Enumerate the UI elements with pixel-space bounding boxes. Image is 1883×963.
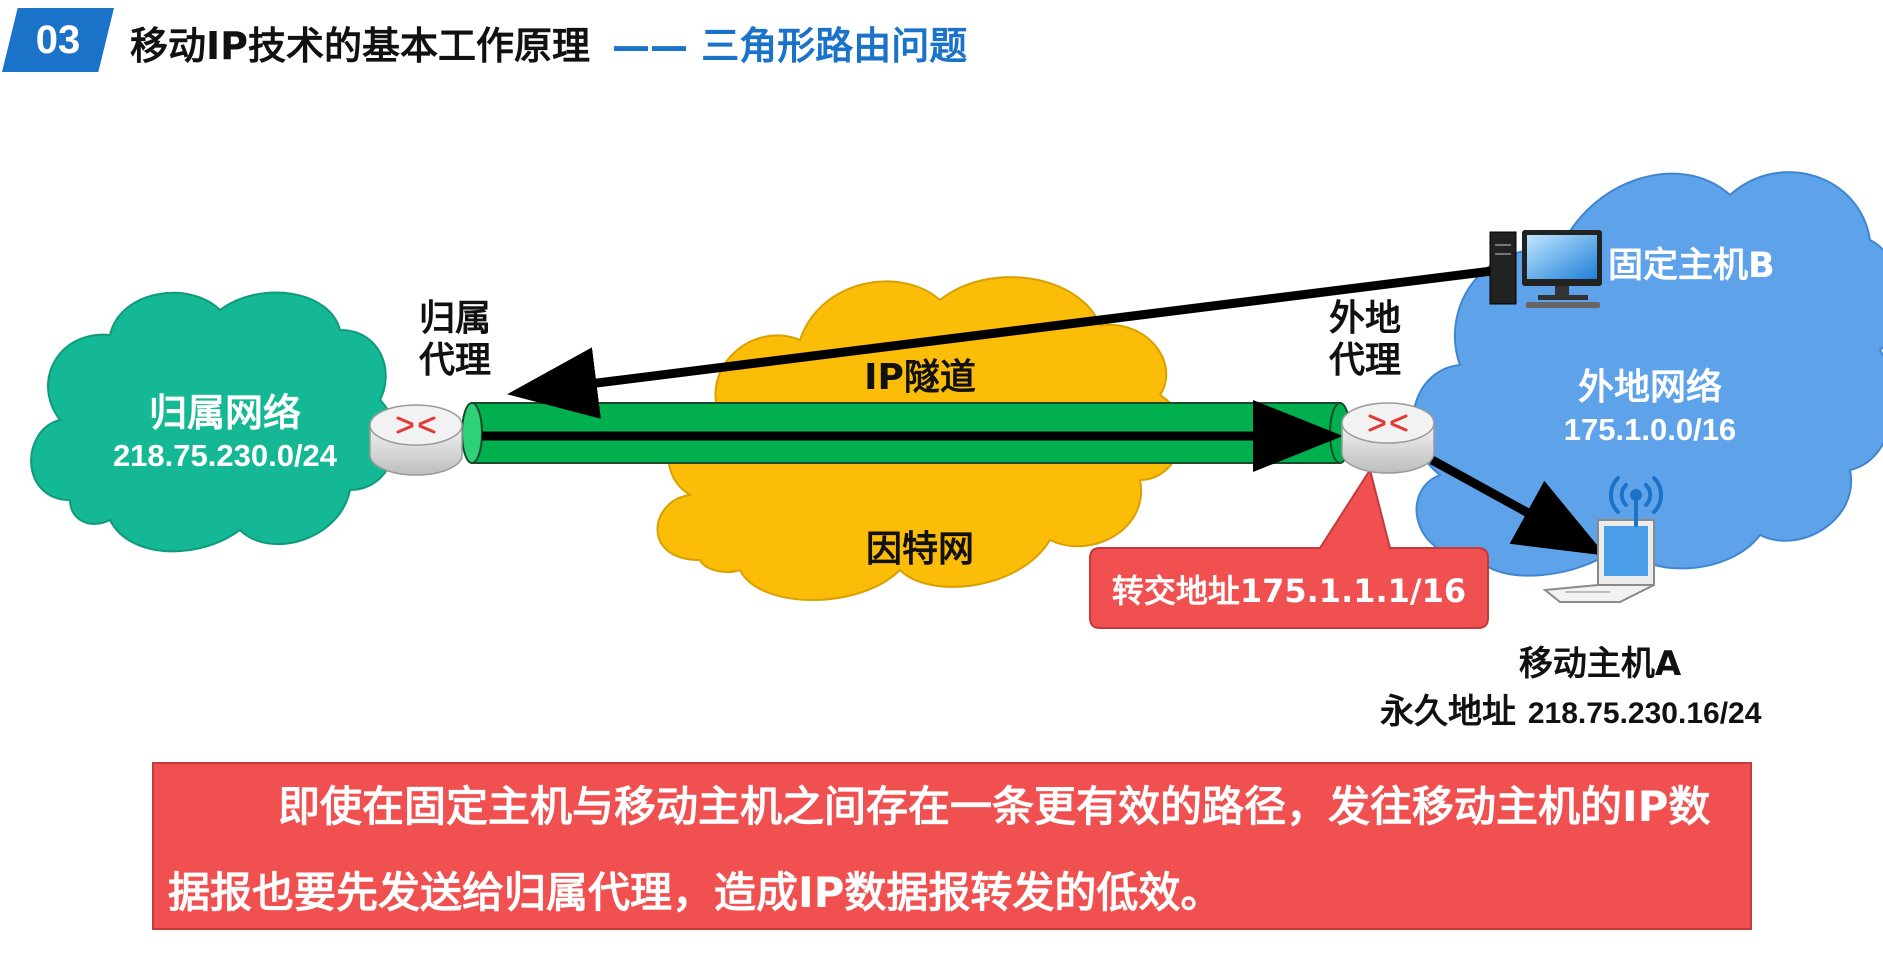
inefficiency-note: 即使在固定主机与移动主机之间存在一条更有效的路径，发往移动主机的IP数据报也要先…: [152, 762, 1752, 930]
home-network-name: 归属网络: [148, 391, 301, 435]
foreign-network-prefix: 175.1.0.0/16: [1563, 412, 1737, 447]
home-agent-label: 归属 代理: [418, 298, 491, 381]
section-number-badge: 03: [2, 8, 114, 72]
ip-tunnel-label: IP隧道: [864, 357, 976, 398]
wireless-signal-icon: [1608, 476, 1664, 527]
home-agent-router-icon: [369, 404, 463, 476]
fixed-host-to-home-agent-arrow: [507, 265, 1501, 419]
care-of-address-callout-shape: [1089, 467, 1489, 629]
foreign-agent-label: 外地 代理: [1328, 298, 1401, 381]
desktop-computer-icon: [1489, 230, 1602, 308]
page-title: 移动IP技术的基本工作原理 —— 三角形路由问题: [130, 14, 967, 70]
home-network-cloud: [30, 291, 397, 553]
home-network-prefix: 218.75.230.0/24: [112, 438, 338, 473]
fixed-host-label: 固定主机B: [1608, 246, 1775, 286]
foreign-agent-to-mobile-host-arrow: [1429, 456, 1606, 556]
foreign-network-name: 外地网络: [1577, 367, 1722, 408]
care-of-address-label: 转交地址175.1.1.1/16: [1111, 572, 1467, 610]
subtitle-text: —— 三角形路由问题: [612, 23, 968, 68]
title-text: 移动IP技术的基本工作原理: [130, 23, 590, 68]
mobile-host-permanent-address: 永久地址 218.75.230.16/24: [1380, 684, 1761, 733]
foreign-agent-router-icon: [1341, 402, 1435, 474]
permanent-address-value: 218.75.230.16/24: [1527, 697, 1762, 730]
laptop-icon: [1542, 519, 1655, 603]
permanent-address-label: 永久地址: [1380, 692, 1516, 732]
mobile-host-name: 移动主机A: [1518, 644, 1682, 684]
internet-label: 因特网: [865, 529, 974, 570]
